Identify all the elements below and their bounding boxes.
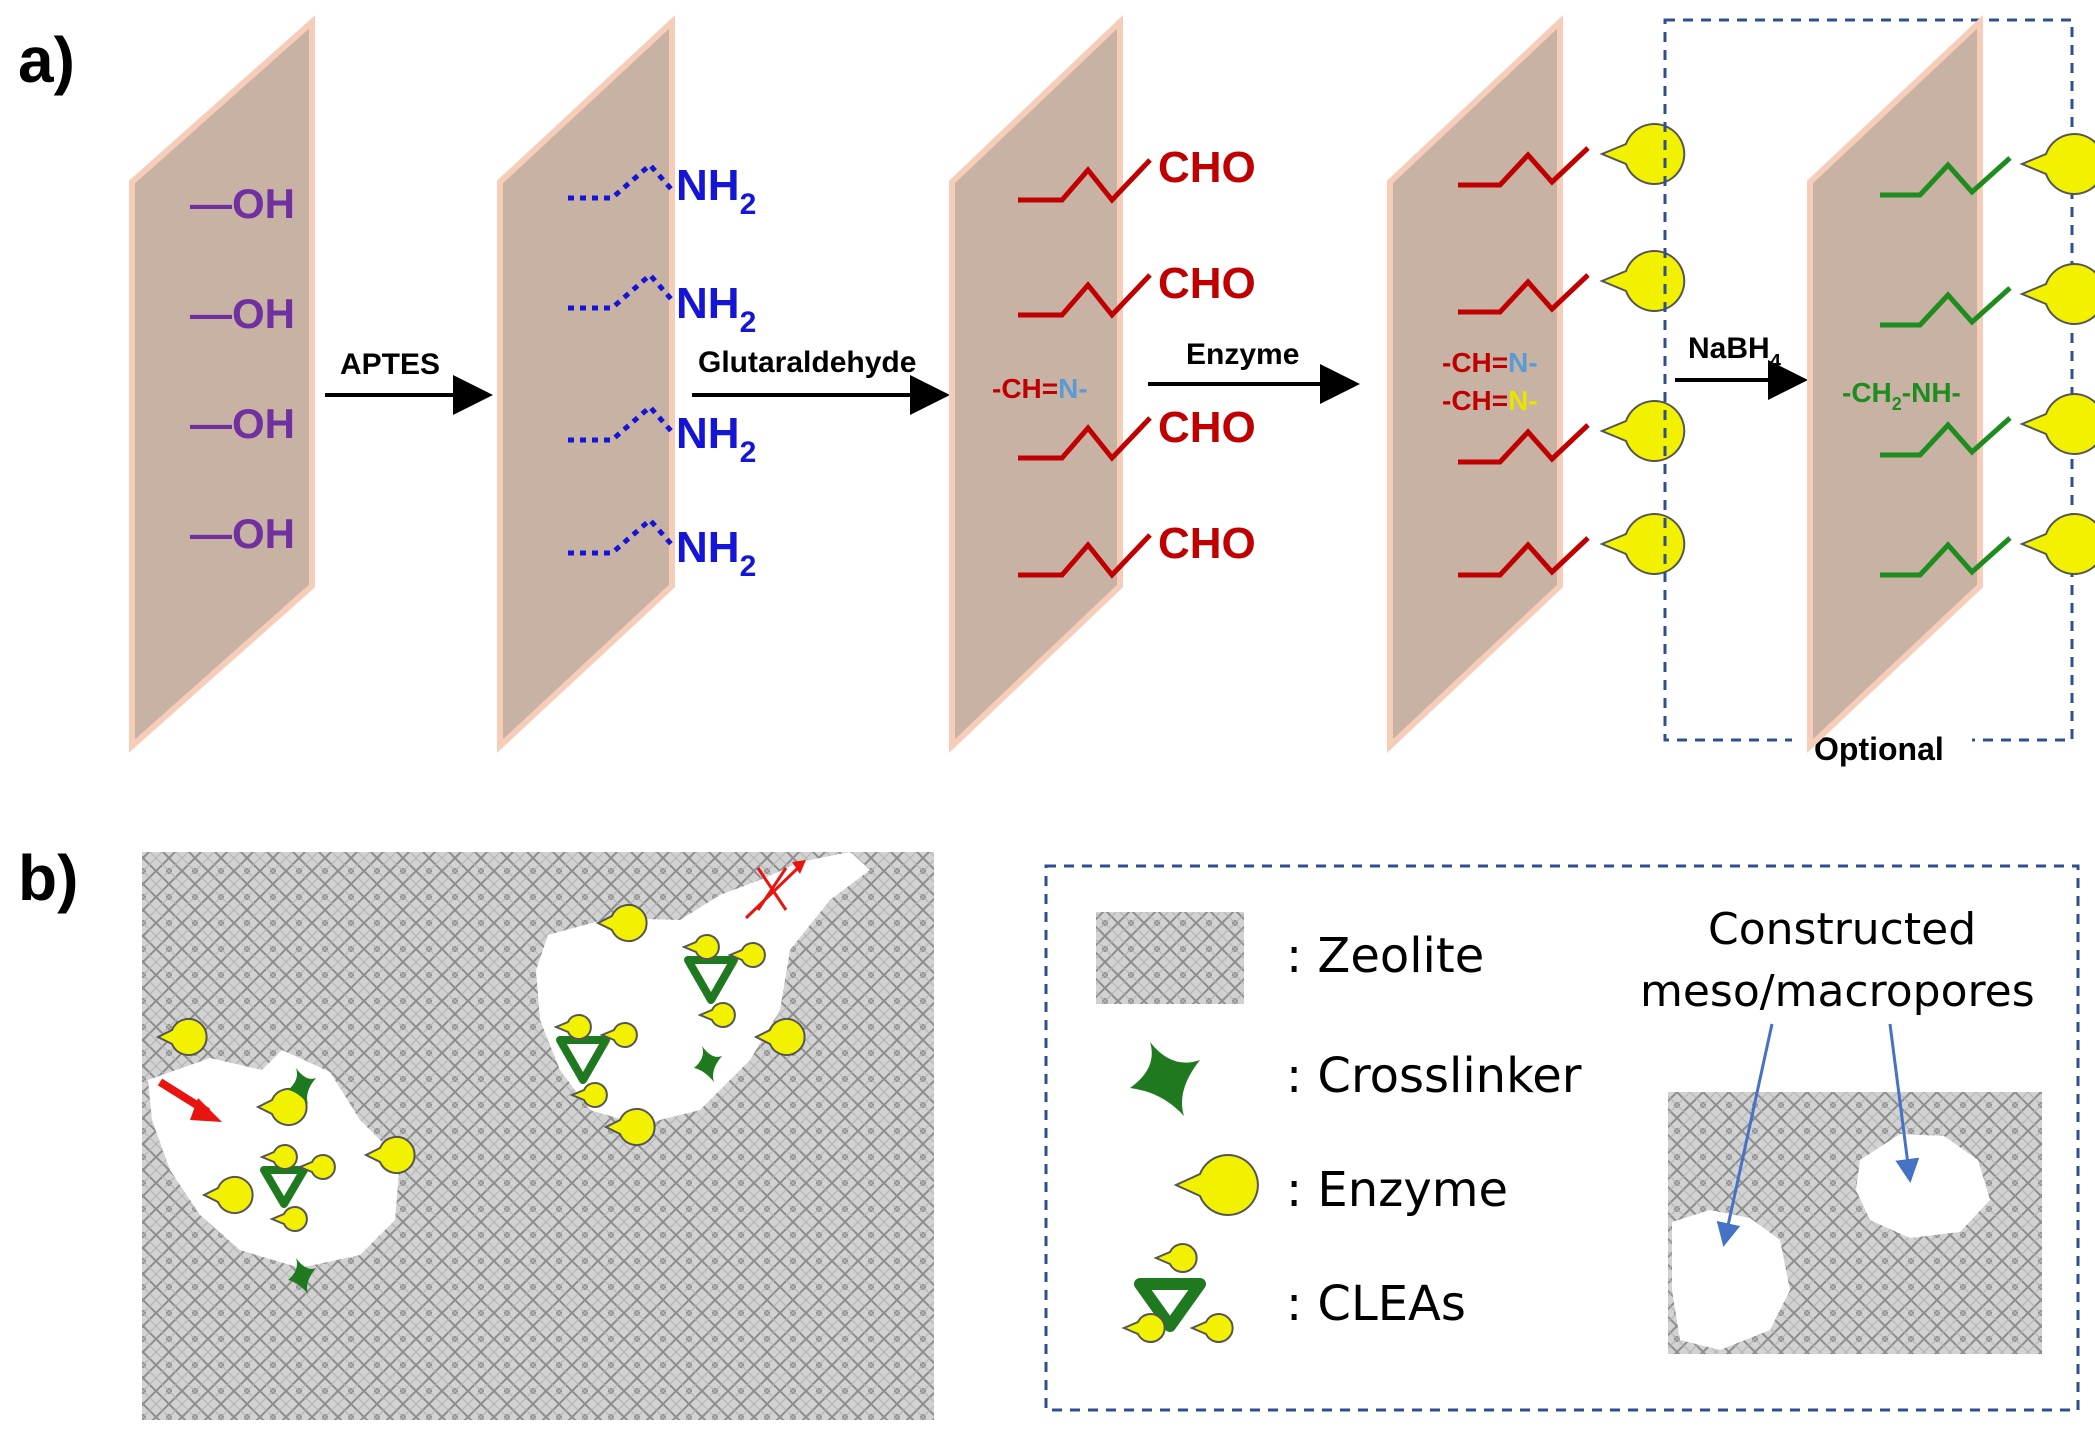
- clea-cluster: [259, 1144, 336, 1232]
- legend-cleas: : CLEAs: [1286, 1276, 1466, 1332]
- aldehyde-label: CHO: [1158, 259, 1256, 308]
- enzyme-icon: [2019, 513, 2095, 575]
- amine-label: NH: [676, 279, 740, 328]
- enzyme-icon: [2019, 393, 2095, 455]
- pore-callout-arrow: [1888, 1023, 1920, 1183]
- plate-4: [1387, 15, 1563, 753]
- plate-2: [497, 15, 675, 753]
- zeolite-swatch: [1096, 912, 1244, 1004]
- arrow-step-4: NaBH4: [1675, 332, 1808, 400]
- crosslinker-icon: [288, 1258, 316, 1294]
- glutaraldehyde-label: Glutaraldehyde: [698, 346, 916, 379]
- reduced-chain: [1880, 133, 2095, 198]
- plate-2-amine-groups: NH2 NH2 NH2 NH2: [568, 161, 756, 583]
- enzyme-step-label: Enzyme: [1186, 338, 1299, 371]
- legend-crosslinker: : Crosslinker: [1286, 1048, 1582, 1104]
- enzyme-icon: [1599, 400, 1686, 462]
- optional-label: Optional: [1814, 731, 1944, 767]
- pore-callout-arrow: [1716, 1023, 1774, 1247]
- amine-linkage-label: -CH2-NH-: [1842, 377, 1961, 414]
- clea-icon: [1121, 1243, 1234, 1343]
- amine-label: NH: [676, 161, 740, 210]
- hydroxyl-label: —OH: [190, 180, 295, 227]
- enzyme-icon: [1599, 250, 1686, 312]
- nabh4-label: NaBH4: [1688, 332, 1782, 373]
- legend-dashed-box: [1044, 864, 2080, 1412]
- arrow-step-3: Enzyme: [1148, 338, 1360, 404]
- aldehyde-chain: CHO: [1018, 143, 1256, 204]
- svg-text:NH2: NH2: [676, 279, 756, 339]
- aldehyde-label: CHO: [1158, 143, 1256, 192]
- enzyme-icon: [753, 1018, 806, 1056]
- amine-subscript: 2: [740, 550, 757, 583]
- amine-subscript: 2: [740, 436, 757, 469]
- reduced-chain: [1880, 513, 2095, 578]
- crosslinker-icon: [288, 1068, 316, 1104]
- enzyme-icon: [201, 1176, 254, 1214]
- panel-b-label: b): [18, 842, 78, 914]
- svg-text:NH2: NH2: [676, 161, 756, 221]
- amine-subscript: 2: [740, 188, 757, 221]
- enzyme-icon: [2019, 263, 2095, 325]
- enzyme-icon: [1173, 1154, 1259, 1216]
- plate-5-reduced-chains: -CH2-NH-: [1842, 133, 2095, 578]
- amine-chain: NH2: [568, 403, 756, 469]
- aldehyde-chain: CHO: [1018, 519, 1256, 579]
- amine-chain: NH2: [568, 271, 756, 339]
- enzyme-icon: [363, 1136, 416, 1174]
- aptes-label: APTES: [340, 348, 440, 381]
- enzyme-chain: [1458, 123, 1686, 188]
- plate-3-aldehyde-groups: CHO CHO -CH=N- CHO CHO: [992, 143, 1256, 579]
- imine-label: -CH=N-: [1442, 347, 1538, 378]
- enzyme-icon: [255, 1088, 308, 1126]
- legend-enzyme: : Enzyme: [1286, 1162, 1508, 1218]
- enzyme-icon: [155, 1018, 208, 1056]
- enzyme-icon: [595, 904, 648, 942]
- constructed-pore: [1672, 1210, 1790, 1350]
- zeolite-block: [142, 852, 934, 1420]
- legend: : Zeolite : Crosslinker : Enzyme : CLEAs: [1096, 912, 1582, 1343]
- legend-zeolite: : Zeolite: [1286, 928, 1484, 984]
- arrow-step-1: APTES: [325, 348, 493, 415]
- plate-1: [129, 15, 315, 753]
- plate-1-hydroxyl-groups: —OH —OH —OH —OH: [190, 180, 295, 557]
- aldehyde-label: CHO: [1158, 519, 1256, 568]
- arrow-step-2: Glutaraldehyde: [692, 346, 950, 415]
- enzyme-icon: [1599, 123, 1686, 185]
- reduced-chain: [1880, 263, 2095, 328]
- clea-cluster: [553, 1014, 638, 1108]
- svg-text:NH2: NH2: [676, 523, 756, 583]
- enzyme-icon: [603, 1108, 656, 1146]
- aldehyde-chain: CHO: [1018, 403, 1256, 462]
- panel-a-label: a): [18, 24, 75, 96]
- optional-dashed-box: [1663, 18, 2074, 742]
- crosslinker-icon: [694, 1046, 722, 1082]
- imine-label: -CH=N-: [1442, 385, 1538, 416]
- aldehyde-chain: CHO: [1018, 259, 1256, 319]
- hydroxyl-label: —OH: [190, 290, 295, 337]
- amine-label: NH: [676, 523, 740, 572]
- imine-label: -CH=N-: [992, 373, 1088, 404]
- clea-cluster: [681, 934, 766, 1028]
- crosslinker-icon: [1130, 1042, 1200, 1116]
- plate-3: [949, 14, 1123, 753]
- amine-chain: NH2: [568, 516, 756, 583]
- aldehyde-label: CHO: [1158, 403, 1256, 452]
- enzyme-icon: [2019, 133, 2095, 195]
- constructed-pore: [1856, 1134, 1990, 1238]
- pore-contents: [155, 860, 806, 1294]
- pores-label-line2: meso/macropores: [1640, 966, 2035, 1017]
- amine-label: NH: [676, 409, 740, 458]
- pores-label-line1: Constructed: [1708, 904, 1976, 955]
- plate-5: [1807, 15, 1983, 753]
- pores-illustration: Constructed meso/macropores: [1640, 904, 2042, 1354]
- blocked-cross-icon: [756, 867, 788, 911]
- hydroxyl-label: —OH: [190, 400, 295, 447]
- enzyme-icon: [1599, 513, 1686, 575]
- svg-text:NH2: NH2: [676, 409, 756, 469]
- hydroxyl-label: —OH: [190, 510, 295, 557]
- amine-subscript: 2: [740, 306, 757, 339]
- reduced-chain: [1880, 393, 2095, 458]
- amine-chain: NH2: [568, 161, 756, 221]
